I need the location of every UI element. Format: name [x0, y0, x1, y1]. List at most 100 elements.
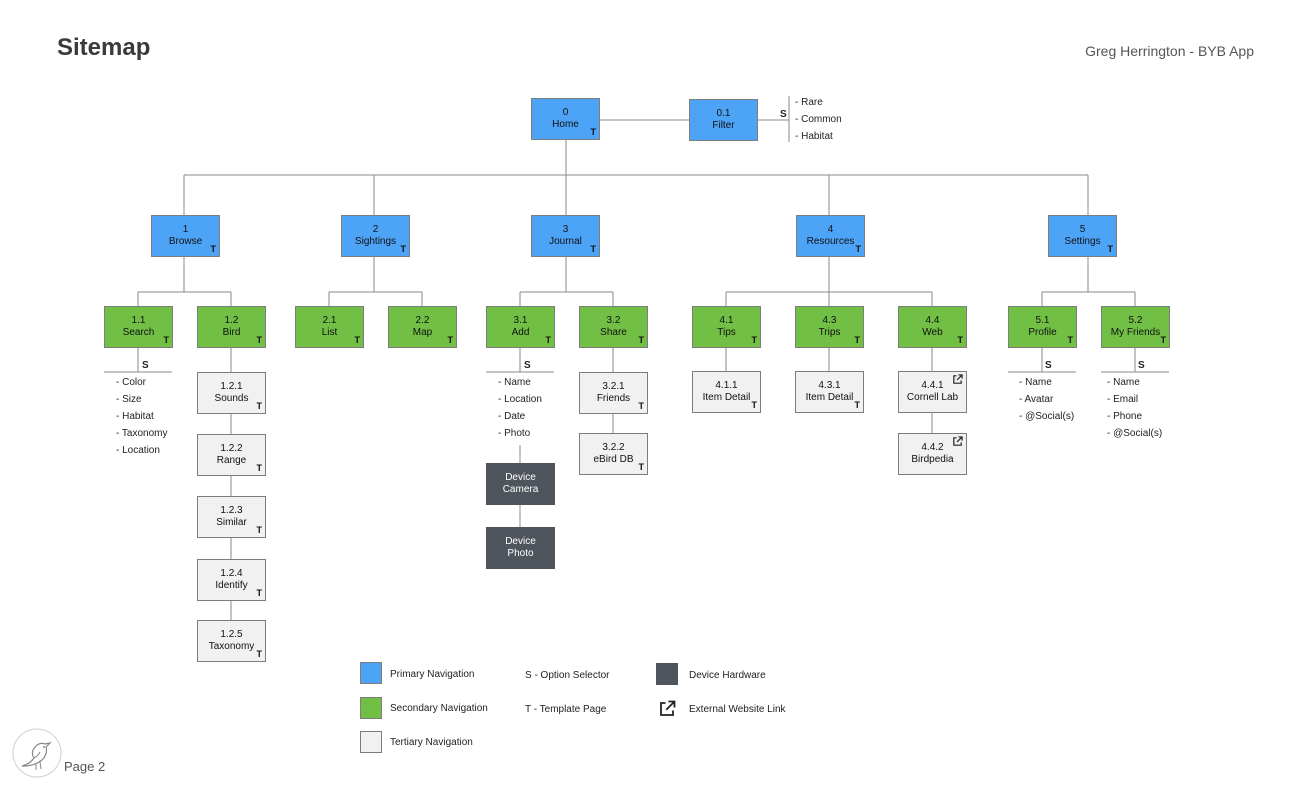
node-sounds[interactable]: 1.2.1 Sounds T	[197, 372, 266, 414]
node-cornell-lab[interactable]: 4.4.1 Cornell Lab	[898, 371, 967, 413]
node-number: 4.1.1	[715, 380, 738, 391]
external-link-icon	[953, 436, 963, 446]
node-label: Device	[505, 472, 536, 483]
list-item: - Taxonomy	[116, 428, 168, 439]
legend-secondary-swatch	[360, 697, 382, 719]
add-option-selector-mark: S	[524, 360, 531, 371]
node-home[interactable]: 0 Home T	[531, 98, 600, 140]
legend-device-label: Device Hardware	[689, 670, 766, 681]
node-label: Trips	[818, 327, 841, 338]
filter-option-list: - Rare - Common - Habitat	[795, 94, 842, 145]
node-add[interactable]: 3.1 Add T	[486, 306, 555, 348]
node-label: eBird DB	[593, 454, 634, 465]
node-settings[interactable]: 5 Settings T	[1048, 215, 1117, 257]
node-similar[interactable]: 1.2.3 Similar T	[197, 496, 266, 538]
template-mark: T	[256, 525, 263, 535]
bird-logo-icon	[12, 728, 62, 778]
template-mark: T	[210, 244, 217, 254]
node-resources[interactable]: 4 Resources T	[796, 215, 865, 257]
template-mark: T	[163, 335, 170, 345]
node-label: Map	[412, 327, 433, 338]
node-trips[interactable]: 4.3 Trips T	[795, 306, 864, 348]
template-mark: T	[256, 401, 263, 411]
node-identify[interactable]: 1.2.4 Identify T	[197, 559, 266, 601]
node-number: 5.2	[1128, 315, 1143, 326]
node-number: 4	[827, 224, 834, 235]
node-label: My Friends	[1110, 327, 1161, 338]
node-list[interactable]: 2.1 List T	[295, 306, 364, 348]
node-profile[interactable]: 5.1 Profile T	[1008, 306, 1077, 348]
node-number: 0	[562, 107, 569, 118]
node-number: 5	[1079, 224, 1086, 235]
list-item: - Photo	[498, 428, 531, 439]
node-share[interactable]: 3.2 Share T	[579, 306, 648, 348]
list-item: - Name	[1019, 377, 1052, 388]
legend-external-link-label: External Website Link	[689, 704, 786, 715]
template-mark: T	[751, 400, 758, 410]
template-mark: T	[447, 335, 454, 345]
node-tips[interactable]: 4.1 Tips T	[692, 306, 761, 348]
legend-tertiary-swatch	[360, 731, 382, 753]
node-number: 1	[182, 224, 189, 235]
page-author: Greg Herrington - BYB App	[1085, 43, 1254, 59]
node-label: Tips	[717, 327, 736, 338]
list-item: - Email	[1107, 394, 1139, 405]
node-number: 4.4	[925, 315, 940, 326]
node-friends[interactable]: 3.2.1 Friends T	[579, 372, 648, 414]
list-item: - Location	[498, 394, 542, 405]
template-mark: T	[256, 335, 263, 345]
template-mark: T	[1160, 335, 1167, 345]
page-title: Sitemap	[57, 34, 151, 61]
template-mark: T	[256, 463, 263, 473]
filter-option-selector-mark: S	[780, 109, 787, 120]
node-number: 1.1	[131, 315, 146, 326]
node-map[interactable]: 2.2 Map T	[388, 306, 457, 348]
node-birdpedia[interactable]: 4.4.2 Birdpedia	[898, 433, 967, 475]
node-range[interactable]: 1.2.2 Range T	[197, 434, 266, 476]
node-label: Resources	[806, 236, 855, 247]
my-friends-option-list: - Name - Email - Phone - @Social(s)	[1107, 374, 1162, 442]
node-filter[interactable]: 0.1 Filter	[689, 99, 758, 141]
node-sightings[interactable]: 2 Sightings T	[341, 215, 410, 257]
node-label: Birdpedia	[911, 454, 954, 465]
external-link-icon	[660, 700, 676, 716]
node-taxonomy[interactable]: 1.2.5 Taxonomy T	[197, 620, 266, 662]
node-journal[interactable]: 3 Journal T	[531, 215, 600, 257]
node-label: Identify	[215, 580, 248, 591]
node-trips-item-detail[interactable]: 4.3.1 Item Detail T	[795, 371, 864, 413]
node-label: Sightings	[354, 236, 397, 247]
node-label: Cornell Lab	[906, 392, 959, 403]
template-mark: T	[854, 335, 861, 345]
node-number: 3.1	[513, 315, 528, 326]
node-device-camera[interactable]: Device Camera	[486, 463, 555, 505]
node-browse[interactable]: 1 Browse T	[151, 215, 220, 257]
node-label: Item Detail	[702, 392, 751, 403]
node-number: 2.1	[322, 315, 337, 326]
node-label: Settings	[1064, 236, 1101, 247]
node-number: 1.2.2	[220, 443, 243, 454]
node-device-photo[interactable]: Device Photo	[486, 527, 555, 569]
profile-option-list: - Name - Avatar - @Social(s)	[1019, 374, 1074, 425]
template-mark: T	[1107, 244, 1114, 254]
legend-device-swatch	[656, 663, 678, 685]
template-mark: T	[854, 400, 861, 410]
node-my-friends[interactable]: 5.2 My Friends T	[1101, 306, 1170, 348]
template-mark: T	[256, 588, 263, 598]
legend-template-page: T - Template Page	[525, 704, 607, 715]
template-mark: T	[638, 401, 645, 411]
template-mark: T	[354, 335, 361, 345]
search-option-selector-mark: S	[142, 360, 149, 371]
node-bird[interactable]: 1.2 Bird T	[197, 306, 266, 348]
node-tips-item-detail[interactable]: 4.1.1 Item Detail T	[692, 371, 761, 413]
external-link-icon	[953, 374, 963, 384]
node-number: 3.2.2	[602, 442, 625, 453]
list-item: - Rare	[795, 97, 823, 108]
node-number: 2.2	[415, 315, 430, 326]
node-web[interactable]: 4.4 Web T	[898, 306, 967, 348]
legend-tertiary-label: Tertiary Navigation	[390, 737, 473, 748]
node-ebird-db[interactable]: 3.2.2 eBird DB T	[579, 433, 648, 475]
node-search[interactable]: 1.1 Search T	[104, 306, 173, 348]
node-number: 1.2	[224, 315, 239, 326]
list-item: - Avatar	[1019, 394, 1054, 405]
node-number: 5.1	[1035, 315, 1050, 326]
